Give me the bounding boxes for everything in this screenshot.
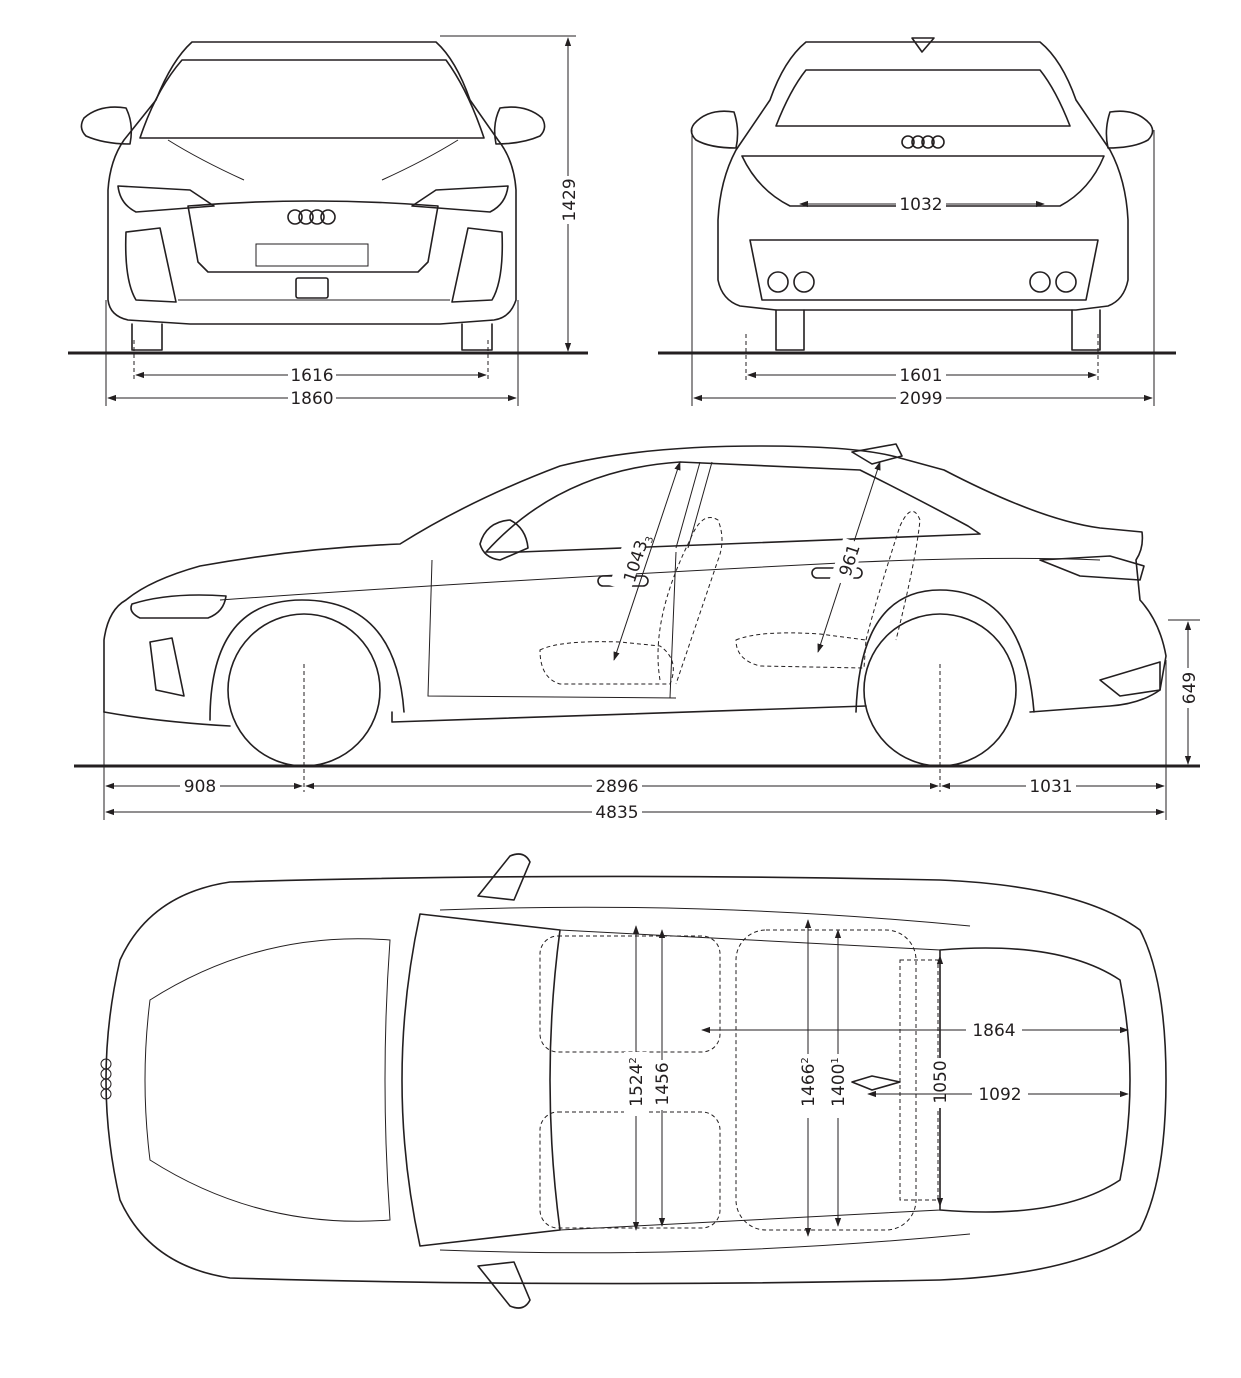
audi-rings-logo-top — [100, 1058, 112, 1100]
top-load-width-label: 1050 — [931, 1060, 951, 1103]
side-taillight — [1039, 555, 1145, 581]
rear-view: 1032 1601 2099 — [658, 37, 1176, 409]
top-shoulder-rear-label: 14662 — [799, 1057, 819, 1107]
side-front-intake — [149, 637, 185, 697]
rear-track-label: 1601 — [899, 366, 942, 386]
front-left-tyre — [131, 323, 163, 351]
top-rear-window — [939, 947, 1131, 1213]
rear-diffuser — [749, 239, 1099, 301]
front-right-headlight — [411, 185, 509, 213]
top-roof — [559, 929, 941, 1231]
side-length-label: 4835 — [595, 803, 638, 823]
top-front-right-seat — [539, 1111, 721, 1229]
top-hood — [144, 938, 391, 1222]
side-b-pillar — [675, 461, 701, 549]
top-elbow-rear-label: 14001 — [829, 1057, 849, 1107]
side-loading-height-label: 649 — [1180, 672, 1200, 704]
side-rear-diffuser — [1099, 661, 1161, 697]
side-b-pillar-rear — [687, 461, 713, 549]
audi-rings-logo-front — [287, 209, 336, 225]
top-front-left-seat — [539, 935, 721, 1053]
rear-right-tyre — [1071, 309, 1101, 351]
front-body-outline — [107, 41, 517, 325]
top-windshield — [401, 913, 561, 1247]
side-front-door-line — [427, 559, 677, 699]
side-window-frame — [485, 461, 981, 553]
side-rear-wheel-arch — [855, 589, 1035, 713]
front-license-plate — [255, 243, 369, 267]
side-rear-seat-cushion — [735, 632, 867, 669]
side-rear-overhang-label: 1031 — [1029, 777, 1072, 797]
top-left-mirror — [477, 853, 531, 901]
side-view: 10433 961 649 908 2896 1031 4835 — [74, 443, 1200, 823]
audi-rings-logo-rear — [901, 135, 945, 149]
rear-trunk-lid — [741, 155, 1105, 207]
rear-window — [775, 69, 1071, 127]
front-hood-crease-left — [167, 139, 245, 181]
top-rear-armrest — [851, 1075, 901, 1091]
front-grille — [187, 200, 439, 273]
front-windshield — [139, 59, 485, 139]
side-headlight — [130, 594, 227, 619]
rear-width-label: 2099 — [899, 389, 942, 409]
front-width-label: 1860 — [290, 389, 333, 409]
rear-right-mirror — [1105, 110, 1154, 149]
front-left-headlight — [117, 185, 215, 213]
top-left-side-rail — [439, 906, 971, 927]
side-front-bumper-bottom — [103, 711, 231, 727]
top-shoulder-front-label: 15242 — [627, 1057, 647, 1107]
front-track-label: 1616 — [290, 366, 333, 386]
rear-shark-fin-antenna — [911, 37, 935, 53]
top-rear-bench — [735, 929, 917, 1231]
side-spoiler — [851, 443, 903, 465]
side-front-seat-cushion — [539, 641, 674, 685]
side-rear-seat-back — [865, 510, 921, 641]
front-right-air-intake — [451, 227, 504, 303]
side-wheelbase-label: 2896 — [595, 777, 638, 797]
side-mirror — [479, 519, 529, 561]
front-right-tyre — [461, 323, 493, 351]
rear-exhaust-left — [767, 271, 815, 293]
front-sensor — [295, 277, 329, 299]
top-view: 15242 1456 14662 14001 1050 1864 1092 — [100, 853, 1167, 1309]
side-body-silhouette — [103, 445, 1167, 713]
front-view: 1429 1616 1860 — [68, 35, 588, 409]
top-right-mirror — [477, 1261, 531, 1309]
top-body-outline — [105, 875, 1167, 1285]
front-height-label: 1429 — [560, 178, 580, 221]
side-rocker — [391, 705, 867, 723]
side-headroom-rear-label: 961 — [836, 542, 865, 579]
top-right-side-rail — [439, 1233, 971, 1254]
front-left-air-intake — [124, 227, 177, 303]
rear-body-outline — [717, 41, 1129, 311]
rear-trunk-width-label: 1032 — [899, 195, 942, 215]
top-elbow-front-label: 1456 — [653, 1062, 673, 1105]
rear-left-mirror — [690, 110, 739, 149]
top-load-length-max-label: 1864 — [972, 1021, 1015, 1041]
side-front-overhang-label: 908 — [184, 777, 216, 797]
side-headroom-front-dim-line — [613, 461, 681, 661]
front-right-mirror — [493, 106, 546, 145]
front-hood-crease-right — [381, 139, 459, 181]
side-front-wheel-arch — [209, 599, 405, 721]
top-load-length-label: 1092 — [978, 1085, 1021, 1105]
rear-exhaust-right — [1029, 271, 1077, 293]
rear-left-tyre — [775, 309, 805, 351]
side-shoulder-line — [219, 557, 1101, 601]
front-left-mirror — [80, 106, 133, 145]
